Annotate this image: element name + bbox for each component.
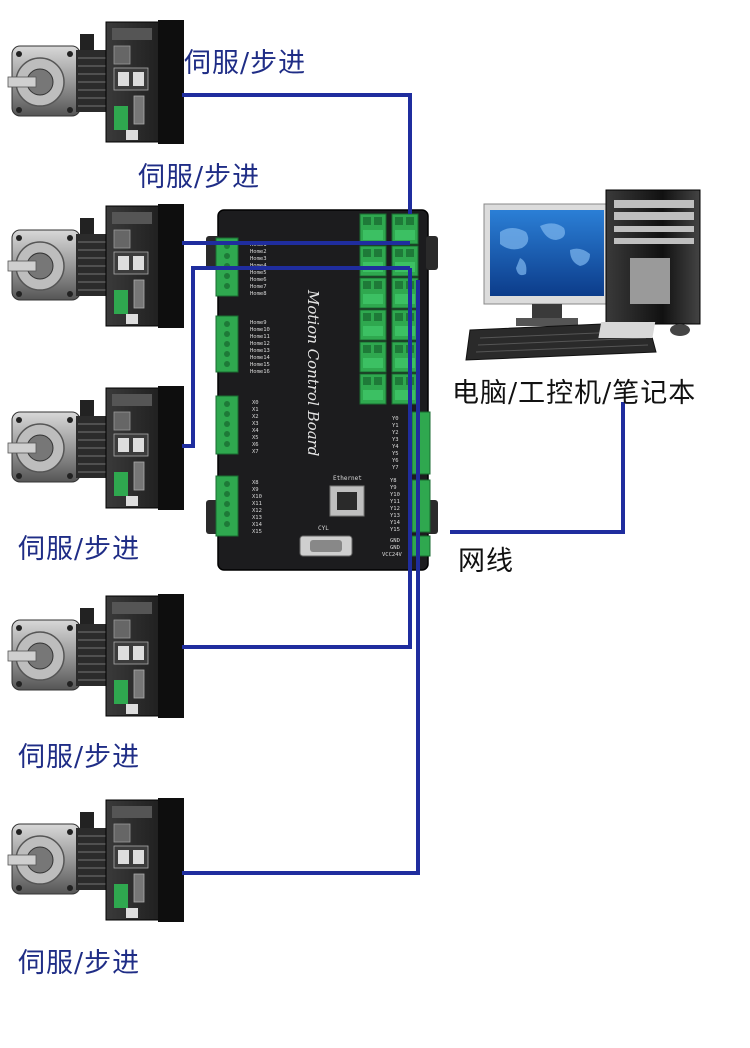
y-output-label: Y11 bbox=[390, 499, 400, 505]
wire-servo-5 bbox=[182, 280, 420, 875]
ethernet-port bbox=[329, 485, 365, 517]
y-output-label: Y5 bbox=[392, 451, 399, 457]
servo-unit-5 bbox=[7, 797, 185, 923]
home-label: Home7 bbox=[250, 284, 267, 290]
desktop-computer bbox=[465, 189, 701, 361]
x-input-label: X10 bbox=[252, 494, 262, 500]
left-terminal-column bbox=[215, 237, 239, 537]
y-output-label: Y1 bbox=[392, 423, 399, 429]
network-cable-label: 网线 bbox=[458, 546, 514, 577]
x-input-label: X7 bbox=[252, 449, 259, 455]
x-input-label: X15 bbox=[252, 529, 262, 535]
x-input-label: X0 bbox=[252, 400, 259, 406]
db9-connector bbox=[299, 535, 353, 557]
mouse bbox=[670, 324, 690, 336]
y-output-label: Y7 bbox=[392, 465, 399, 471]
servo-label-4: 伺服/步进 bbox=[18, 742, 141, 773]
home-label: Home2 bbox=[250, 249, 267, 255]
y-output-label: Y12 bbox=[390, 506, 400, 512]
wire-network bbox=[450, 402, 625, 534]
y-output-label: Y9 bbox=[390, 485, 397, 491]
y-output-label: Y3 bbox=[392, 437, 399, 443]
power-label: GND bbox=[390, 538, 400, 544]
servo-unit-3 bbox=[7, 385, 185, 511]
home-label: Home10 bbox=[250, 327, 270, 333]
home-label: Home13 bbox=[250, 348, 270, 354]
x-input-label: X5 bbox=[252, 435, 259, 441]
home-label: Home16 bbox=[250, 369, 270, 375]
home-label: Home15 bbox=[250, 362, 270, 368]
y-output-label: Y0 bbox=[392, 416, 399, 422]
x-input-label: X9 bbox=[252, 487, 259, 493]
y-output-label: Y8 bbox=[390, 478, 397, 484]
home-label: Home12 bbox=[250, 341, 270, 347]
x-input-label: X1 bbox=[252, 407, 259, 413]
home-label: Home11 bbox=[250, 334, 270, 340]
servo-label-5: 伺服/步进 bbox=[18, 948, 141, 979]
servo-unit-1 bbox=[7, 19, 185, 145]
x-input-label: X8 bbox=[252, 480, 259, 486]
x-input-label: X12 bbox=[252, 508, 262, 514]
y-output-label: Y14 bbox=[390, 520, 401, 526]
power-label: GND bbox=[390, 545, 400, 551]
x-input-label: X6 bbox=[252, 442, 259, 448]
y-output-label: Y2 bbox=[392, 430, 399, 436]
wire-servo-3 bbox=[182, 266, 410, 448]
ethernet-port-label: Ethernet bbox=[333, 475, 362, 482]
y-output-label: Y4 bbox=[392, 444, 399, 450]
home-label: Home9 bbox=[250, 320, 267, 326]
home-label: Home3 bbox=[250, 256, 267, 262]
servo-unit-4 bbox=[7, 593, 185, 719]
wiring bbox=[182, 93, 625, 875]
x-input-label: X11 bbox=[252, 501, 262, 507]
can-port-label: CYL bbox=[318, 525, 329, 532]
y-output-label: Y10 bbox=[390, 492, 400, 498]
servo-label-1: 伺服/步进 bbox=[184, 48, 307, 79]
home-label: Home8 bbox=[250, 291, 267, 297]
x-input-label: X13 bbox=[252, 515, 262, 521]
home-label: Home5 bbox=[250, 270, 267, 276]
x-input-label: X4 bbox=[252, 428, 259, 434]
wire-servo-1 bbox=[182, 93, 412, 214]
home-label: Home14 bbox=[250, 355, 271, 361]
power-label: VCC24V bbox=[382, 552, 403, 558]
computer-label: 电脑/工控机/笔记本 bbox=[452, 378, 697, 409]
motion-control-board: Home1 Home2 Home3 Home4 Home5 Home6 Home… bbox=[206, 209, 438, 571]
y-output-label: Y13 bbox=[390, 513, 400, 519]
board-title: Motion Control Board bbox=[304, 289, 322, 456]
wire-servo-4 bbox=[182, 268, 412, 649]
x-input-label: X14 bbox=[252, 522, 263, 528]
x-input-label: X2 bbox=[252, 414, 259, 420]
servo-unit-2 bbox=[7, 203, 185, 329]
servo-label-3: 伺服/步进 bbox=[18, 534, 141, 565]
home-label: Home6 bbox=[250, 277, 267, 283]
servo-label-2: 伺服/步进 bbox=[138, 162, 261, 193]
x-input-label: X3 bbox=[252, 421, 259, 427]
y-output-label: Y6 bbox=[392, 458, 399, 464]
y-output-label: Y15 bbox=[390, 527, 400, 533]
